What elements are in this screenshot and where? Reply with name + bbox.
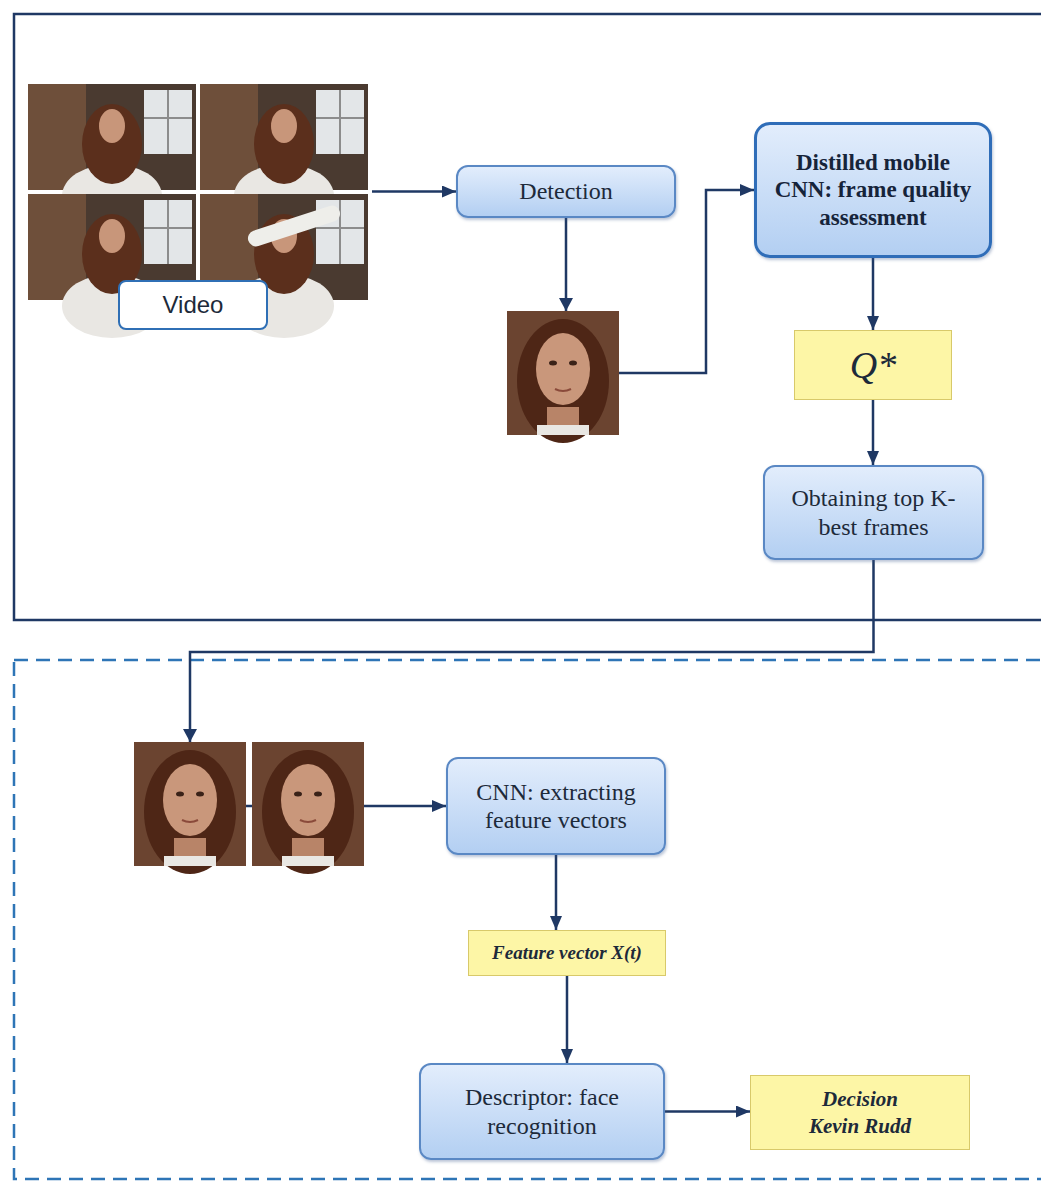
node-label: Detection <box>519 177 612 205</box>
flow-arrow <box>872 258 875 330</box>
stage-frame <box>14 14 1041 620</box>
process-box: Obtaining top K-best frames <box>763 465 984 560</box>
node-label: Q* <box>850 343 896 388</box>
process-box: Descriptor: face recognition <box>419 1063 665 1160</box>
face-crop <box>134 742 246 874</box>
node-label: Distilled mobile CNN: frame quality asse… <box>767 149 979 230</box>
raised-arm <box>246 204 342 249</box>
stage-frame-dashed <box>14 660 1041 1179</box>
result-box: DecisionKevin Rudd <box>750 1075 970 1150</box>
node-label: Descriptor: face recognition <box>431 1083 653 1140</box>
flow-arrow <box>872 400 875 465</box>
arrow-head <box>183 729 197 742</box>
node-label: Feature vector X(t) <box>492 942 642 964</box>
node-label: Video <box>118 280 268 330</box>
arrow-head <box>559 298 573 311</box>
node-label: CNN: extracting feature vectors <box>458 778 654 835</box>
process-box: Detection <box>456 165 676 218</box>
flow-arrow <box>566 976 569 1063</box>
process-box: CNN: extracting feature vectors <box>446 757 666 855</box>
node-label: Obtaining top K-best frames <box>775 484 972 541</box>
node-label: Decision <box>822 1086 898 1112</box>
result-box: Feature vector X(t) <box>468 930 666 976</box>
flow-arrow <box>555 855 558 930</box>
process-box: Distilled mobile CNN: frame quality asse… <box>754 122 992 258</box>
result-box: Q* <box>794 330 952 400</box>
flow-arrow <box>665 1110 750 1113</box>
video-panel: Video <box>28 84 372 330</box>
flow-arrow <box>372 190 456 193</box>
node-label: Kevin Rudd <box>809 1113 911 1139</box>
face-crop <box>507 311 619 443</box>
face-crop <box>252 742 364 874</box>
